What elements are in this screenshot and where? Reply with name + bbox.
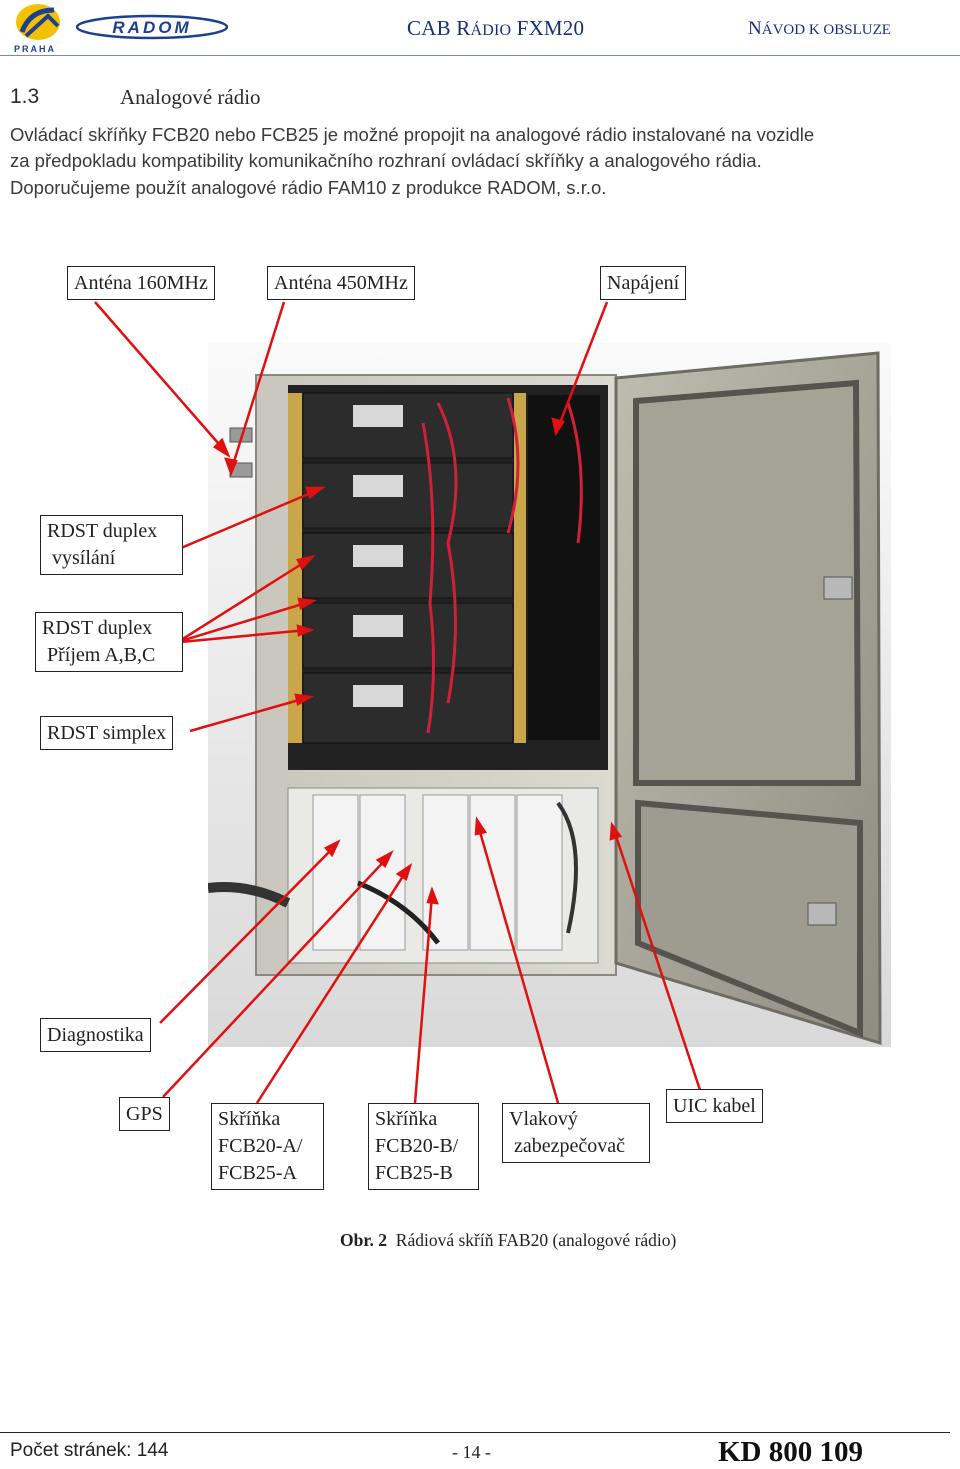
footer-divider <box>0 1432 950 1433</box>
label-train-protection: Vlakový zabezpečovač <box>502 1103 650 1163</box>
header-divider <box>0 55 960 56</box>
manual-title: NÁVOD K OBSLUZE <box>748 18 891 39</box>
radom-logo-text: RADOM <box>112 18 191 37</box>
document-title: CAB RÁDIO FXM20 <box>407 16 585 40</box>
section-number: 1.3 <box>10 85 40 108</box>
arrow-antenna-160 <box>94 301 226 452</box>
label-box-a: Skříňka FCB20-A/ FCB25-A <box>211 1103 324 1190</box>
label-rdst-duplex-rx: RDST duplex Příjem A,B,C <box>35 612 183 672</box>
paragraph-line: Ovládací skříňky FCB20 nebo FCB25 je mož… <box>10 124 815 145</box>
label-rdst-simplex: RDST simplex <box>40 716 174 750</box>
footer-page-number: - 14 - <box>452 1442 491 1462</box>
label-gps: GPS <box>119 1097 170 1131</box>
label-power: Napájení <box>600 266 687 300</box>
page-header: PRAHA RADOM CAB RÁDIO FXM20 NÁVOD K OBSL… <box>0 0 960 58</box>
label-line: FCB20-A/ <box>218 1135 303 1157</box>
company-sub-text: PRAHA <box>14 44 56 54</box>
label-line: Příjem A,B,C <box>42 644 156 666</box>
label-rdst-duplex-tx: RDST duplex vysílání <box>40 515 183 575</box>
label-line: vysílání <box>47 547 116 569</box>
label-box-b: Skříňka FCB20-B/ FCB25-B <box>368 1103 479 1190</box>
label-antenna-160: Anténa 160MHz <box>67 266 215 300</box>
label-line: FCB25-A <box>218 1162 297 1184</box>
label-antenna-450: Anténa 450MHz <box>267 266 415 300</box>
paragraph-line: Doporučujeme použít analogové rádio FAM1… <box>10 177 607 198</box>
label-diagnostics: Diagnostika <box>40 1018 151 1052</box>
paragraph-line: za předpokladu kompatibility komunikační… <box>10 150 762 171</box>
section-title: Analogové rádio <box>120 85 261 109</box>
footer-document-code: KD 800 109 <box>718 1436 863 1468</box>
label-uic-cable: UIC kabel <box>666 1089 763 1123</box>
company-logo: PRAHA <box>14 4 60 54</box>
label-line: RDST duplex <box>47 520 158 542</box>
label-line: RDST duplex <box>42 617 153 639</box>
label-line: Skříňka <box>218 1108 281 1130</box>
label-line: Skříňka <box>375 1108 438 1130</box>
label-line: FCB25-B <box>375 1162 453 1184</box>
label-line: FCB20-B/ <box>375 1135 459 1157</box>
label-line: zabezpečovač <box>509 1135 626 1157</box>
radom-logo: RADOM <box>75 14 229 40</box>
label-line: Vlakový <box>509 1108 578 1130</box>
cabinet-photo <box>208 343 891 1047</box>
footer-page-count: Počet stránek: 144 <box>10 1440 169 1461</box>
figure-caption: Obr. 2 Rádiová skříň FAB20 (analogové rá… <box>340 1230 677 1250</box>
